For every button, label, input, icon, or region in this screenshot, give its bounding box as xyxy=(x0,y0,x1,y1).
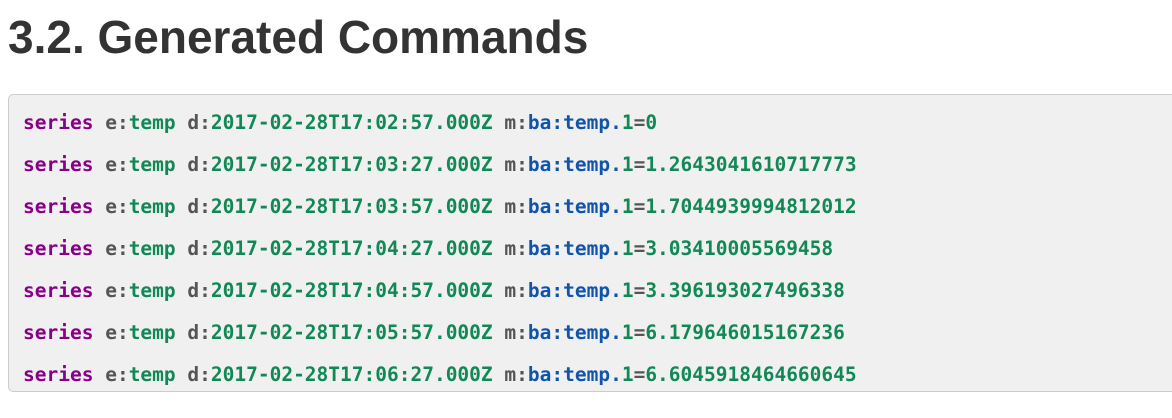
metric-index: 1 xyxy=(621,321,634,344)
entity-prefix: e: xyxy=(105,363,129,386)
date-value: 2017-02-28T17:05:57.000Z xyxy=(210,321,493,344)
metric-index: 1 xyxy=(621,153,634,176)
command-keyword: series xyxy=(23,321,94,344)
metric-index: 1 xyxy=(621,195,634,218)
date-value: 2017-02-28T17:02:57.000Z xyxy=(210,111,493,134)
equals-sign: = xyxy=(633,237,646,260)
metric-name: ba:temp. xyxy=(527,279,622,302)
equals-sign: = xyxy=(633,279,646,302)
date-prefix: d: xyxy=(187,195,211,218)
date-value: 2017-02-28T17:06:27.000Z xyxy=(210,363,493,386)
command-keyword: series xyxy=(23,153,94,176)
entity-prefix: e: xyxy=(105,321,129,344)
metric-name: ba:temp. xyxy=(527,153,622,176)
metric-name: ba:temp. xyxy=(527,111,622,134)
metric-value: 6.6045918464660645 xyxy=(645,363,857,386)
code-block[interactable]: series e:temp d:2017-02-28T17:02:57.000Z… xyxy=(8,94,1172,392)
metric-prefix: m: xyxy=(504,321,528,344)
metric-index: 1 xyxy=(621,111,634,134)
date-prefix: d: xyxy=(187,153,211,176)
metric-name: ba:temp. xyxy=(527,321,622,344)
entity-value: temp xyxy=(128,237,176,260)
date-value: 2017-02-28T17:03:57.000Z xyxy=(210,195,493,218)
metric-value: 1.7044939994812012 xyxy=(645,195,857,218)
code-line: series e:temp d:2017-02-28T17:06:27.000Z… xyxy=(23,354,1172,396)
entity-prefix: e: xyxy=(105,279,129,302)
entity-value: temp xyxy=(128,111,176,134)
metric-value: 3.396193027496338 xyxy=(645,279,845,302)
metric-value: 6.179646015167236 xyxy=(645,321,845,344)
command-keyword: series xyxy=(23,363,94,386)
equals-sign: = xyxy=(633,195,646,218)
entity-value: temp xyxy=(128,321,176,344)
equals-sign: = xyxy=(633,111,646,134)
metric-prefix: m: xyxy=(504,111,528,134)
metric-prefix: m: xyxy=(504,363,528,386)
entity-value: temp xyxy=(128,279,176,302)
date-prefix: d: xyxy=(187,111,211,134)
metric-prefix: m: xyxy=(504,153,528,176)
code-line: series e:temp d:2017-02-28T17:05:57.000Z… xyxy=(23,312,1172,354)
metric-name: ba:temp. xyxy=(527,195,622,218)
entity-value: temp xyxy=(128,195,176,218)
date-prefix: d: xyxy=(187,279,211,302)
code-line: series e:temp d:2017-02-28T17:02:57.000Z… xyxy=(23,102,1172,144)
code-line: series e:temp d:2017-02-28T17:03:27.000Z… xyxy=(23,144,1172,186)
entity-prefix: e: xyxy=(105,111,129,134)
command-keyword: series xyxy=(23,279,94,302)
code-line: series e:temp d:2017-02-28T17:03:57.000Z… xyxy=(23,186,1172,228)
equals-sign: = xyxy=(633,153,646,176)
command-keyword: series xyxy=(23,111,94,134)
metric-index: 1 xyxy=(621,279,634,302)
entity-prefix: e: xyxy=(105,237,129,260)
entity-value: temp xyxy=(128,363,176,386)
code-line: series e:temp d:2017-02-28T17:04:57.000Z… xyxy=(23,270,1172,312)
metric-value: 0 xyxy=(645,111,658,134)
metric-name: ba:temp. xyxy=(527,363,622,386)
document: 3.2. Generated Commands series e:temp d:… xyxy=(8,0,1172,392)
metric-index: 1 xyxy=(621,237,634,260)
date-value: 2017-02-28T17:04:27.000Z xyxy=(210,237,493,260)
date-prefix: d: xyxy=(187,237,211,260)
date-prefix: d: xyxy=(187,321,211,344)
metric-prefix: m: xyxy=(504,279,528,302)
date-prefix: d: xyxy=(187,363,211,386)
metric-value: 3.03410005569458 xyxy=(645,237,834,260)
metric-prefix: m: xyxy=(504,237,528,260)
entity-prefix: e: xyxy=(105,195,129,218)
metric-name: ba:temp. xyxy=(527,237,622,260)
date-value: 2017-02-28T17:04:57.000Z xyxy=(210,279,493,302)
metric-prefix: m: xyxy=(504,195,528,218)
date-value: 2017-02-28T17:03:27.000Z xyxy=(210,153,493,176)
section-title: 3.2. Generated Commands xyxy=(8,11,589,63)
equals-sign: = xyxy=(633,321,646,344)
command-keyword: series xyxy=(23,195,94,218)
entity-value: temp xyxy=(128,153,176,176)
metric-index: 1 xyxy=(621,363,634,386)
entity-prefix: e: xyxy=(105,153,129,176)
code-line: series e:temp d:2017-02-28T17:04:27.000Z… xyxy=(23,228,1172,270)
command-keyword: series xyxy=(23,237,94,260)
metric-value: 1.2643041610717773 xyxy=(645,153,857,176)
equals-sign: = xyxy=(633,363,646,386)
